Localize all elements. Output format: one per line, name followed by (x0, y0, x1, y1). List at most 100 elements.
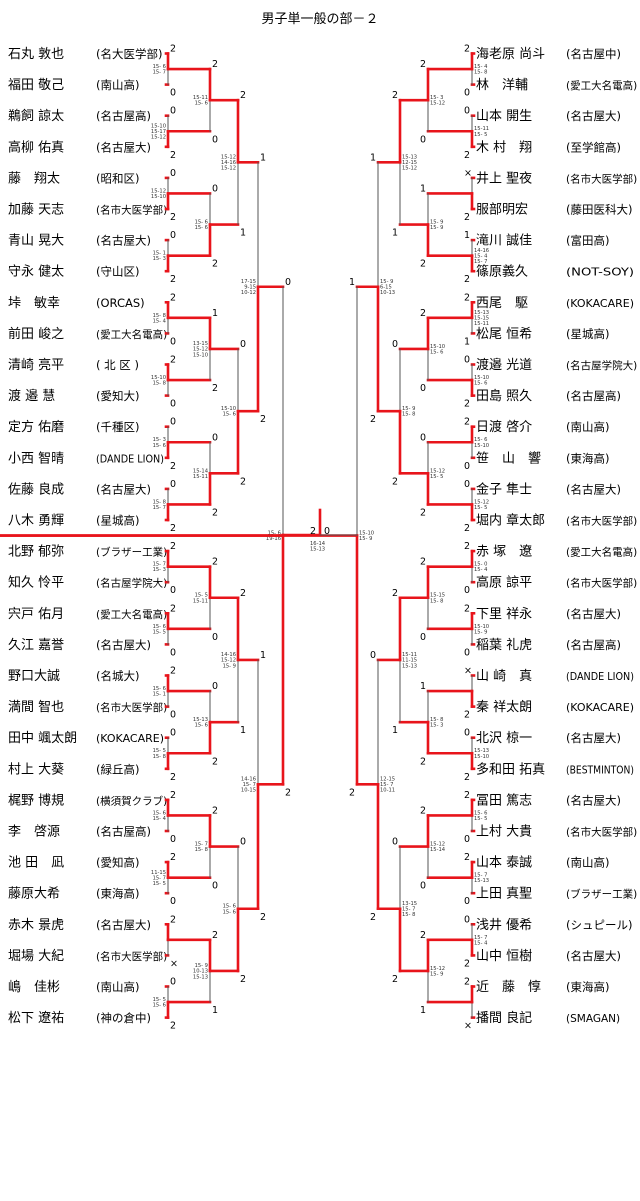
left-player-affiliation: (名古屋大) (96, 234, 151, 248)
left-player-affiliation: (愛工大名電高) (96, 328, 167, 341)
right-match-result: 2 (464, 541, 470, 552)
right-player-name: 西尾 駆 (476, 296, 528, 311)
right-match-result: 2 (370, 414, 376, 425)
left-match-result: 0 (170, 230, 176, 241)
right-game-score: 15- 7 (402, 906, 415, 912)
right-player-affiliation: (南山高) (566, 856, 609, 870)
right-game-score: 15- 7 (474, 873, 487, 879)
left-match-result: 2 (212, 557, 218, 568)
right-player-name: 篠原義久 (476, 264, 528, 280)
left-player-affiliation: (千種区) (96, 420, 139, 434)
right-player-affiliation: (名市大医学部) (566, 515, 637, 528)
left-player-affiliation: (名古屋大) (96, 140, 151, 154)
left-game-score: 15- 5 (153, 629, 166, 635)
right-match-result: 0 (464, 88, 470, 99)
left-match-result: 0 (170, 834, 176, 845)
left-game-score: 15- 7 (153, 70, 166, 76)
left-match-result: 0 (170, 977, 176, 988)
right-match-result: 2 (420, 59, 426, 70)
left-game-score: 15-10 (193, 352, 208, 358)
left-game-score: 15- 6 (223, 412, 236, 418)
right-player-name: 赤 塚 遼 (476, 545, 532, 560)
right-game-score: 12-15 (380, 776, 395, 782)
left-game-score: 15- 6 (223, 909, 236, 915)
right-match-result: 2 (420, 756, 426, 767)
left-match-result: 2 (212, 805, 218, 816)
left-match-result: 2 (170, 274, 176, 285)
left-player-affiliation: (名市大医学部) (96, 204, 167, 217)
right-player-affiliation: (名市大医学部) (566, 577, 637, 590)
left-match-result: 0 (170, 399, 176, 410)
left-match-result: 0 (170, 417, 176, 428)
left-player-name: 知久 怜平 (8, 575, 64, 591)
right-match-result: × (464, 1021, 472, 1032)
left-match-result: 0 (170, 88, 176, 99)
right-match-result: 2 (420, 805, 426, 816)
right-game-score: 13-15 (402, 901, 417, 907)
left-game-score: 15-17 (151, 129, 166, 135)
left-player-name: 藤原大希 (8, 887, 60, 902)
right-player-name: 滝川 誠佳 (476, 234, 532, 249)
right-match-result: × (464, 666, 472, 677)
left-game-score: 15- 5 (195, 593, 208, 599)
left-match-result: 0 (170, 647, 176, 658)
left-game-score: 15- 9 (195, 963, 208, 969)
right-player-name: 高原 諒平 (476, 575, 532, 591)
right-match-result: 0 (392, 339, 398, 350)
right-game-score: 6-15 (380, 284, 392, 290)
left-player-name: 宍戸 佑月 (8, 607, 64, 622)
right-match-result: 2 (464, 977, 470, 988)
left-player-name: 満間 智也 (8, 700, 64, 715)
left-player-name: 石丸 敦也 (8, 46, 64, 62)
left-game-score: 15-11 (193, 474, 208, 480)
right-player-name: 下里 祥永 (476, 607, 532, 622)
left-match-result: 2 (260, 414, 266, 425)
left-game-score: 15- 8 (153, 313, 166, 319)
left-game-score: 15-13 (193, 974, 208, 980)
right-player-name: 田島 照久 (476, 389, 532, 404)
left-game-score: 15-10 (151, 194, 166, 200)
right-player-name: 井上 聖夜 (476, 171, 532, 186)
right-match-result: 2 (464, 790, 470, 801)
left-game-score: 15- 7 (153, 875, 166, 881)
final-game-score: 15-13 (310, 547, 325, 553)
right-player-name: 金子 隼士 (476, 481, 532, 497)
right-game-score: 15-10 (430, 344, 445, 350)
left-game-score: 15-12 (221, 658, 236, 664)
left-player-name: 野口大誠 (8, 669, 60, 684)
right-player-affiliation: (東海高) (566, 451, 609, 465)
left-game-score: 15- 3 (153, 256, 166, 262)
left-match-result: 2 (212, 930, 218, 941)
left-game-score: 15- 5 (153, 997, 166, 1003)
right-match-result: 2 (464, 150, 470, 161)
left-match-result: 1 (212, 308, 218, 319)
right-player-affiliation: (KOKACARE) (566, 702, 634, 714)
left-game-score: 15-11 (193, 95, 208, 101)
left-match-result: 2 (260, 912, 266, 923)
right-game-score: 15- 7 (380, 782, 393, 788)
left-match-result: 2 (170, 790, 176, 801)
right-game-score: 15-11 (402, 652, 417, 658)
right-game-score: 15- 9 (402, 406, 415, 412)
right-match-result: 2 (464, 212, 470, 223)
left-player-affiliation: (南山高) (96, 78, 139, 92)
right-game-score: 15-13 (474, 310, 489, 316)
left-game-score: 15- 6 (153, 443, 166, 449)
right-player-affiliation: (名古屋中) (566, 47, 621, 61)
right-game-score: 15- 5 (474, 132, 487, 138)
right-player-affiliation: (藤田医科大) (566, 203, 632, 217)
right-player-affiliation: (名市大医学部) (566, 826, 637, 839)
left-player-name: 李 啓源 (8, 825, 60, 840)
left-match-result: 0 (212, 681, 218, 692)
right-player-affiliation: (名古屋大) (566, 731, 621, 745)
right-game-score: 15- 8 (402, 912, 415, 918)
left-match-result: 1 (260, 152, 266, 163)
left-game-score: 15-12 (221, 166, 236, 172)
right-match-result: 0 (464, 585, 470, 596)
left-game-score: 15- 6 (268, 530, 281, 536)
left-match-result: 1 (240, 228, 246, 239)
left-game-score: 15- 8 (153, 754, 166, 760)
left-player-affiliation: (名古屋大) (96, 918, 151, 932)
right-match-result: 0 (464, 896, 470, 907)
right-player-name: 近 藤 惇 (476, 979, 541, 995)
